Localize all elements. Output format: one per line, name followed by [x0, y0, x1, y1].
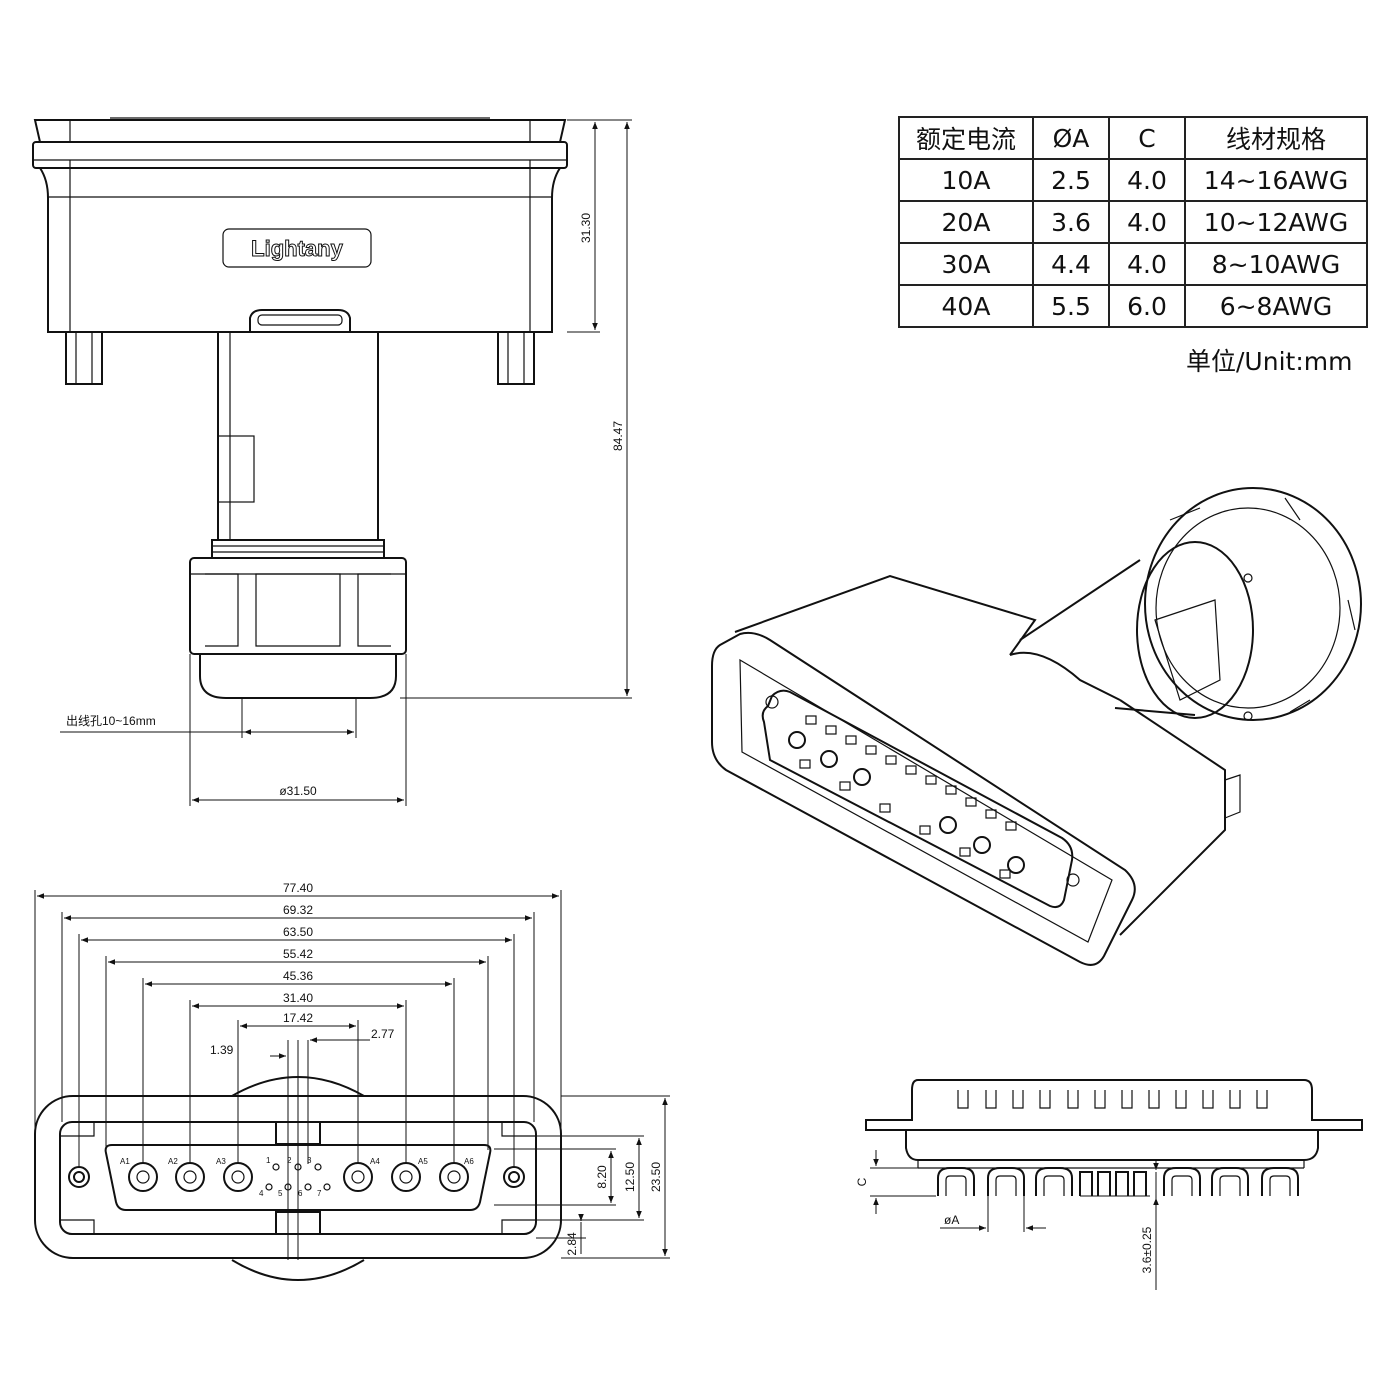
table-row: 40A 5.5 6.0 6~8AWG: [898, 284, 1368, 328]
table-row: 10A 2.5 4.0 14~16AWG: [898, 158, 1368, 202]
pin-label: A4: [370, 1157, 380, 1166]
dim-height: 12.50: [623, 1162, 637, 1192]
d-sub-insert: [104, 1144, 492, 1211]
pin-label: A2: [168, 1157, 178, 1166]
mounting-hole-left: [68, 1166, 90, 1188]
dim-height: 8.20: [595, 1165, 609, 1189]
table-cell: 4.4: [1032, 242, 1110, 286]
table-cell: 3.6: [1032, 200, 1110, 244]
pin-label: A3: [216, 1157, 226, 1166]
table-cell: 6~8AWG: [1184, 284, 1368, 328]
gland-nut: [189, 557, 407, 655]
dim-width: 31.40: [283, 991, 313, 1005]
dim-height: 2.84: [565, 1232, 579, 1256]
dim-a: øA: [944, 1213, 959, 1227]
dim-cable-hole: 出线孔10~16mm: [66, 714, 156, 728]
dim-width: 55.42: [283, 947, 313, 961]
signal-label: 5: [278, 1189, 283, 1198]
table-cell: 20A: [898, 200, 1034, 244]
table-cell: 14~16AWG: [1184, 158, 1368, 202]
signal-label: 4: [259, 1189, 264, 1198]
dim-height-total: 84.47: [611, 421, 625, 451]
mounting-hole-right: [503, 1166, 525, 1188]
signal-label: 7: [317, 1189, 322, 1198]
signal-label: 3: [307, 1156, 312, 1165]
bottom-pins: [937, 1167, 1299, 1196]
dim-diameter: ø31.50: [279, 784, 317, 798]
iso-contacts: [765, 695, 1080, 887]
dim-width: 69.32: [283, 903, 313, 917]
front-view: A1 A2 A3 A4 A5 A6 1 2 3 4 5 6 7: [34, 881, 670, 1281]
unit-label: 单位/Unit:mm: [1186, 347, 1353, 376]
table-cell: 10A: [898, 158, 1034, 202]
signal-label: 6: [298, 1189, 303, 1198]
dim-height-top: 31.30: [579, 213, 593, 243]
table-cell: 40A: [898, 284, 1034, 328]
table-cell: 2.5: [1032, 158, 1110, 202]
table-row: 30A 4.4 4.0 8~10AWG: [898, 242, 1368, 286]
dim-pin-height: 3.6±0.25: [1140, 1226, 1154, 1273]
dim-width: 63.50: [283, 925, 313, 939]
dim-width: 45.36: [283, 969, 313, 983]
table-cell: 5.5: [1032, 284, 1110, 328]
dim-width: 2.77: [371, 1027, 395, 1041]
screw-right: [497, 331, 535, 385]
signal-label: 2: [287, 1156, 292, 1165]
table-cell: 4.0: [1108, 242, 1186, 286]
signal-label: 1: [266, 1156, 271, 1165]
power-contacts: [128, 1162, 469, 1192]
table-cell: 6.0: [1108, 284, 1186, 328]
dim-height: 23.50: [649, 1162, 663, 1192]
bottom-view: C øA 3.6±0.25: [855, 1079, 1363, 1290]
table-cell: 4.0: [1108, 200, 1186, 244]
table-cell: 10~12AWG: [1184, 200, 1368, 244]
dim-width: 77.40: [283, 881, 313, 895]
header-diameter-a: ØA: [1032, 116, 1110, 160]
bottom-slots: [957, 1090, 1268, 1109]
iso-cavities: [799, 715, 1017, 879]
side-view: Lightany 31.30 84.47: [32, 117, 632, 806]
table-cell: 30A: [898, 242, 1034, 286]
table-cell: 8~10AWG: [1184, 242, 1368, 286]
pin-label: A6: [464, 1157, 474, 1166]
dim-width: 17.42: [283, 1011, 313, 1025]
header-wire-spec: 线材规格: [1184, 116, 1368, 160]
pin-label: A5: [418, 1157, 428, 1166]
header-c: C: [1108, 116, 1186, 160]
isometric-view: [711, 487, 1362, 966]
table-header-row: 额定电流 ØA C 线材规格: [898, 116, 1368, 160]
screw-left: [65, 331, 103, 385]
brand-logo-box: [222, 228, 372, 268]
pin-label: A1: [120, 1157, 130, 1166]
dim-c: C: [855, 1177, 869, 1186]
dim-width: 1.39: [210, 1043, 234, 1057]
table-cell: 4.0: [1108, 158, 1186, 202]
brand-logo: Lightany: [251, 236, 343, 261]
spec-table: 额定电流 ØA C 线材规格 10A 2.5 4.0 14~16AWG 20A …: [898, 116, 1368, 328]
header-rated-current: 额定电流: [898, 116, 1034, 160]
table-row: 20A 3.6 4.0 10~12AWG: [898, 200, 1368, 244]
